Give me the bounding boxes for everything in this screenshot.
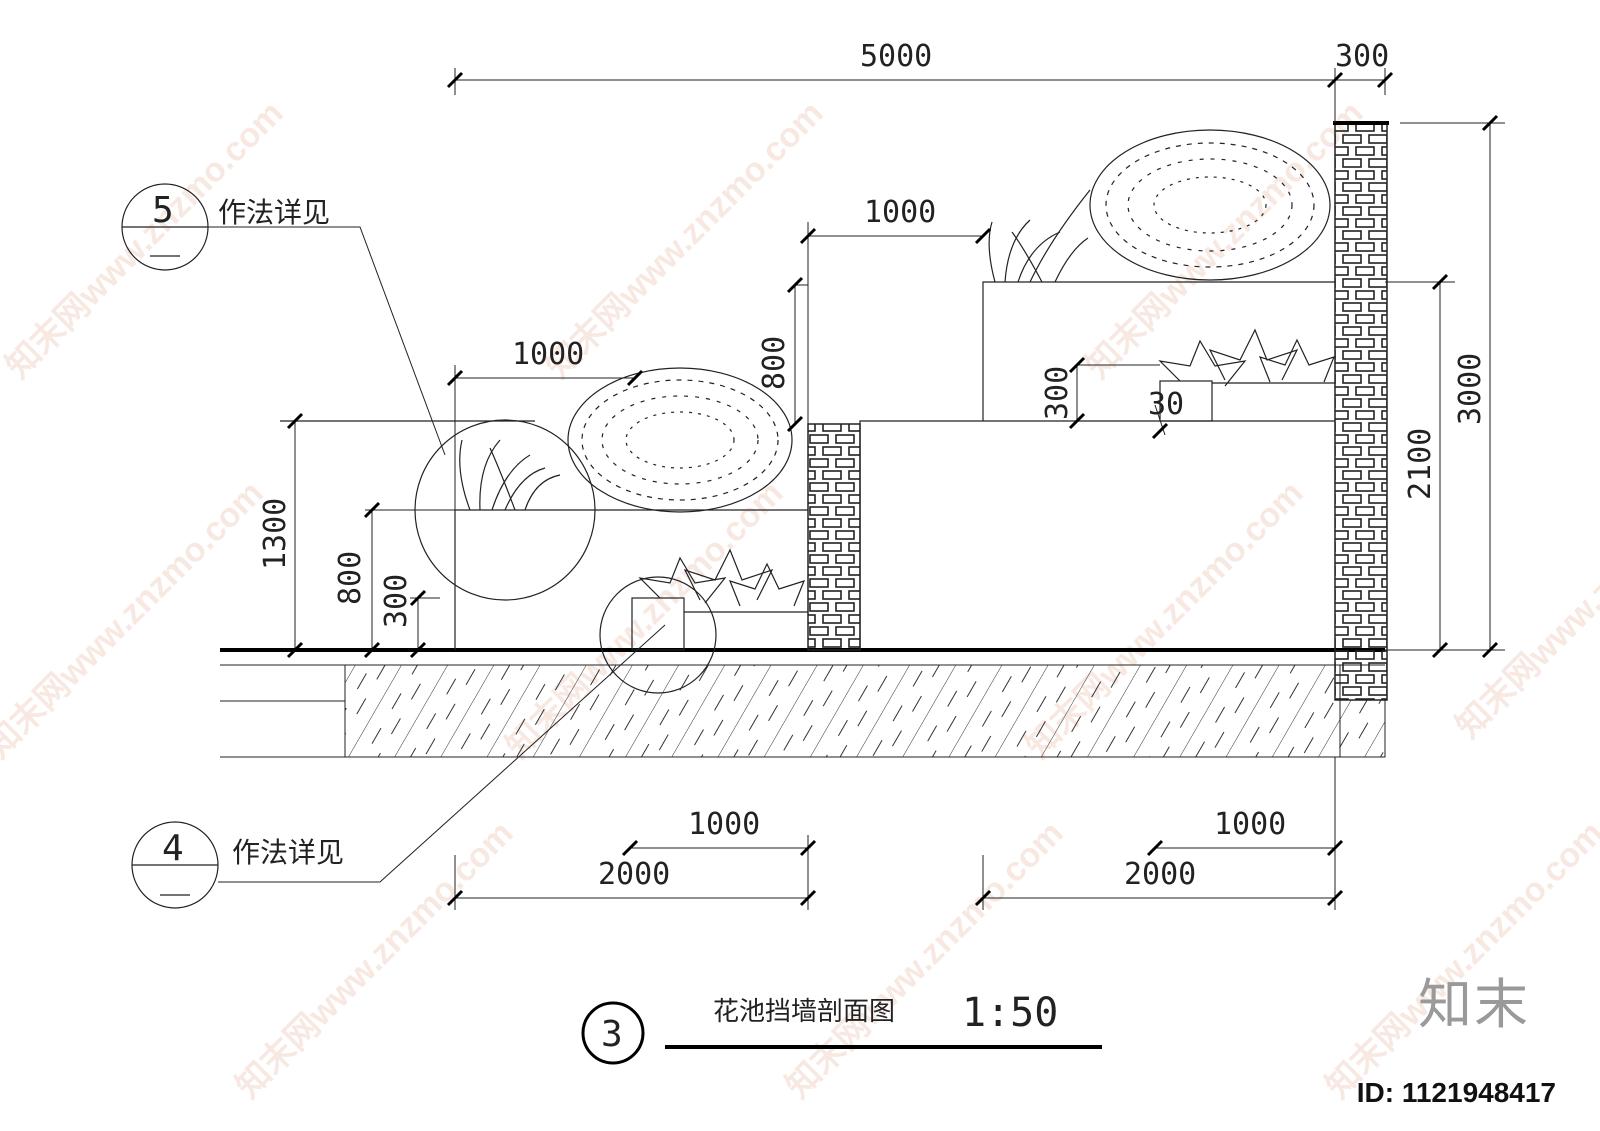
drawing-title: 3 花池挡墙剖面图 1:50 — [581, 990, 1102, 1065]
dim-right-mid-height: 2100 — [1403, 428, 1438, 500]
callout-5-text: 作法详见 — [218, 196, 330, 229]
title-scale: 1:50 — [962, 990, 1058, 1036]
ground-section — [220, 648, 1386, 758]
callout-detail-5: 5 作法详见 — [121, 183, 446, 456]
flowers-left — [638, 548, 806, 607]
dim-mid-wall-height: 800 — [757, 336, 792, 390]
detail-circle-4 — [599, 576, 717, 694]
brick-wall-right — [1334, 122, 1388, 701]
shrub-right — [1089, 129, 1331, 281]
dim-upper-step: 300 — [1040, 366, 1075, 420]
brand-logo: 知末 — [1418, 973, 1530, 1036]
brick-wall-middle — [807, 423, 861, 651]
watermark-text: 知末网www.znzmo.com — [779, 814, 1071, 1106]
callout-4-number: 4 — [162, 828, 184, 869]
dim-bottom-right-outer: 2000 — [1124, 857, 1196, 892]
grass-right — [988, 189, 1091, 283]
dim-top-total: 5000 — [860, 39, 932, 74]
callout-5-number: 5 — [152, 190, 174, 231]
title-text: 花池挡墙剖面图 — [713, 997, 895, 1027]
grass-left — [459, 439, 561, 511]
dim-left-planter-width: 1000 — [512, 337, 584, 372]
callout-detail-4: 4 作法详见 — [131, 624, 666, 909]
title-number: 3 — [601, 1014, 623, 1055]
callout-4-text: 作法详见 — [232, 836, 344, 869]
dim-bottom-right-inner: 1000 — [1214, 807, 1286, 842]
dim-bottom-left-outer: 2000 — [598, 857, 670, 892]
dimension-ticks — [286, 71, 1499, 907]
watermark-text: 知末网www.znzmo.com — [1449, 454, 1600, 746]
watermark-text: 知末网www.znzmo.com — [0, 94, 291, 386]
dim-small-offset: 30 — [1148, 387, 1184, 422]
planter-outlines — [280, 281, 1335, 651]
dim-upper-planter-width: 1000 — [864, 195, 936, 230]
dim-top-wall: 300 — [1335, 39, 1389, 74]
flowers-right — [1158, 328, 1336, 387]
watermark-text: 知末网www.znzmo.com — [1079, 94, 1371, 386]
watermark-text: 知末网www.znzmo.com — [0, 474, 271, 766]
dim-left-mid-height: 800 — [333, 551, 368, 605]
shrub-left — [567, 367, 793, 513]
image-id-label: ID: 1121948417 — [1356, 1077, 1556, 1108]
dim-left-height: 1300 — [258, 498, 293, 570]
dim-right-total-height: 3000 — [1453, 353, 1488, 425]
dim-left-low-height: 300 — [379, 574, 414, 628]
dim-bottom-left-inner: 1000 — [688, 807, 760, 842]
